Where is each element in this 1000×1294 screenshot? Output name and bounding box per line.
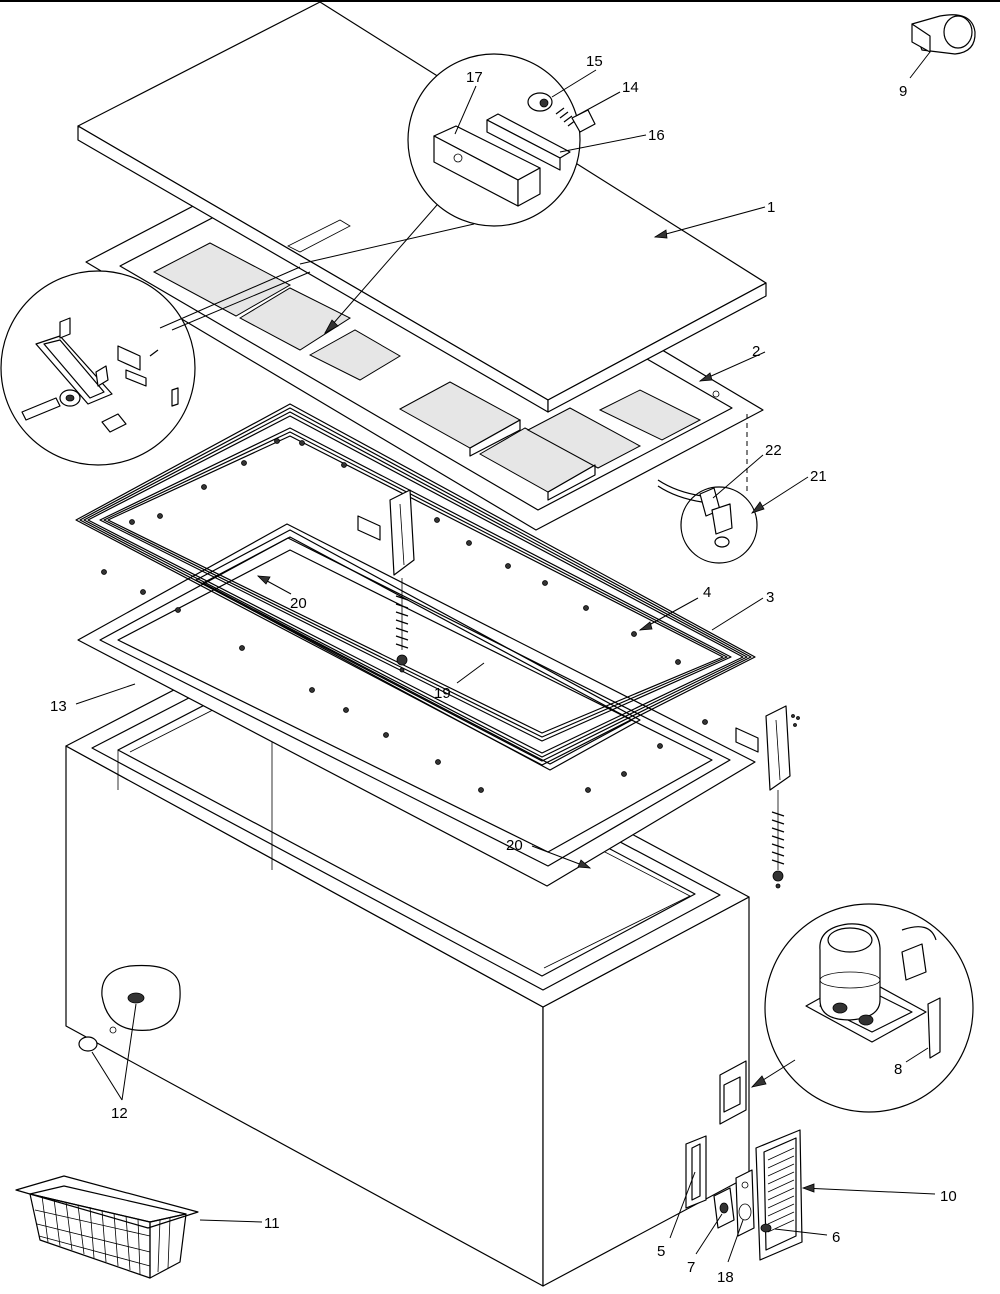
- detail-lock-circle: [299, 53, 596, 334]
- callout-18: 18: [717, 1269, 734, 1286]
- detail-compressor-circle: [750, 903, 974, 1113]
- top-rule: [0, 0, 1000, 2]
- callout-20-upper: 20: [290, 595, 307, 612]
- clamp-part-9: [911, 14, 976, 55]
- callout-20-lower: 20: [506, 837, 523, 854]
- callout-7: 7: [687, 1259, 695, 1276]
- callout-3: 3: [766, 589, 774, 606]
- hinge-center: [357, 489, 415, 673]
- callout-13: 13: [50, 698, 67, 715]
- callout-14: 14: [622, 79, 639, 96]
- callout-15: 15: [586, 53, 603, 70]
- callout-labels: 1 2 3 4 5 6 7 8 9 10 11 12 13 14 15 16 1…: [50, 53, 957, 1286]
- callout-5: 5: [657, 1243, 665, 1260]
- leader-lines: [75, 51, 936, 1263]
- callout-2: 2: [752, 343, 760, 360]
- grille-part-10: [755, 1129, 803, 1261]
- hinge-right: [735, 705, 800, 889]
- callout-16: 16: [648, 127, 665, 144]
- callout-22: 22: [765, 442, 782, 459]
- callout-4: 4: [703, 584, 711, 601]
- screws: [101, 438, 708, 793]
- callout-11: 11: [264, 1215, 280, 1232]
- detail-latch-circle: [0, 266, 311, 466]
- callout-6: 6: [832, 1229, 840, 1246]
- detail-thermostat-circle: [657, 414, 758, 564]
- callout-10: 10: [940, 1188, 957, 1205]
- cabinet-side-openings: [719, 1060, 747, 1125]
- drain-plug-assembly: [78, 964, 181, 1052]
- callout-19: 19: [434, 685, 451, 702]
- callout-9: 9: [899, 83, 907, 100]
- wire-basket-part-11: [15, 1175, 199, 1279]
- callout-1: 1: [767, 199, 775, 216]
- callout-12: 12: [111, 1105, 128, 1122]
- lid: [77, 1, 767, 413]
- callout-8: 8: [894, 1061, 902, 1078]
- callout-21: 21: [810, 468, 827, 485]
- callout-17: 17: [466, 69, 483, 86]
- small-parts-lower-right: [685, 1135, 772, 1237]
